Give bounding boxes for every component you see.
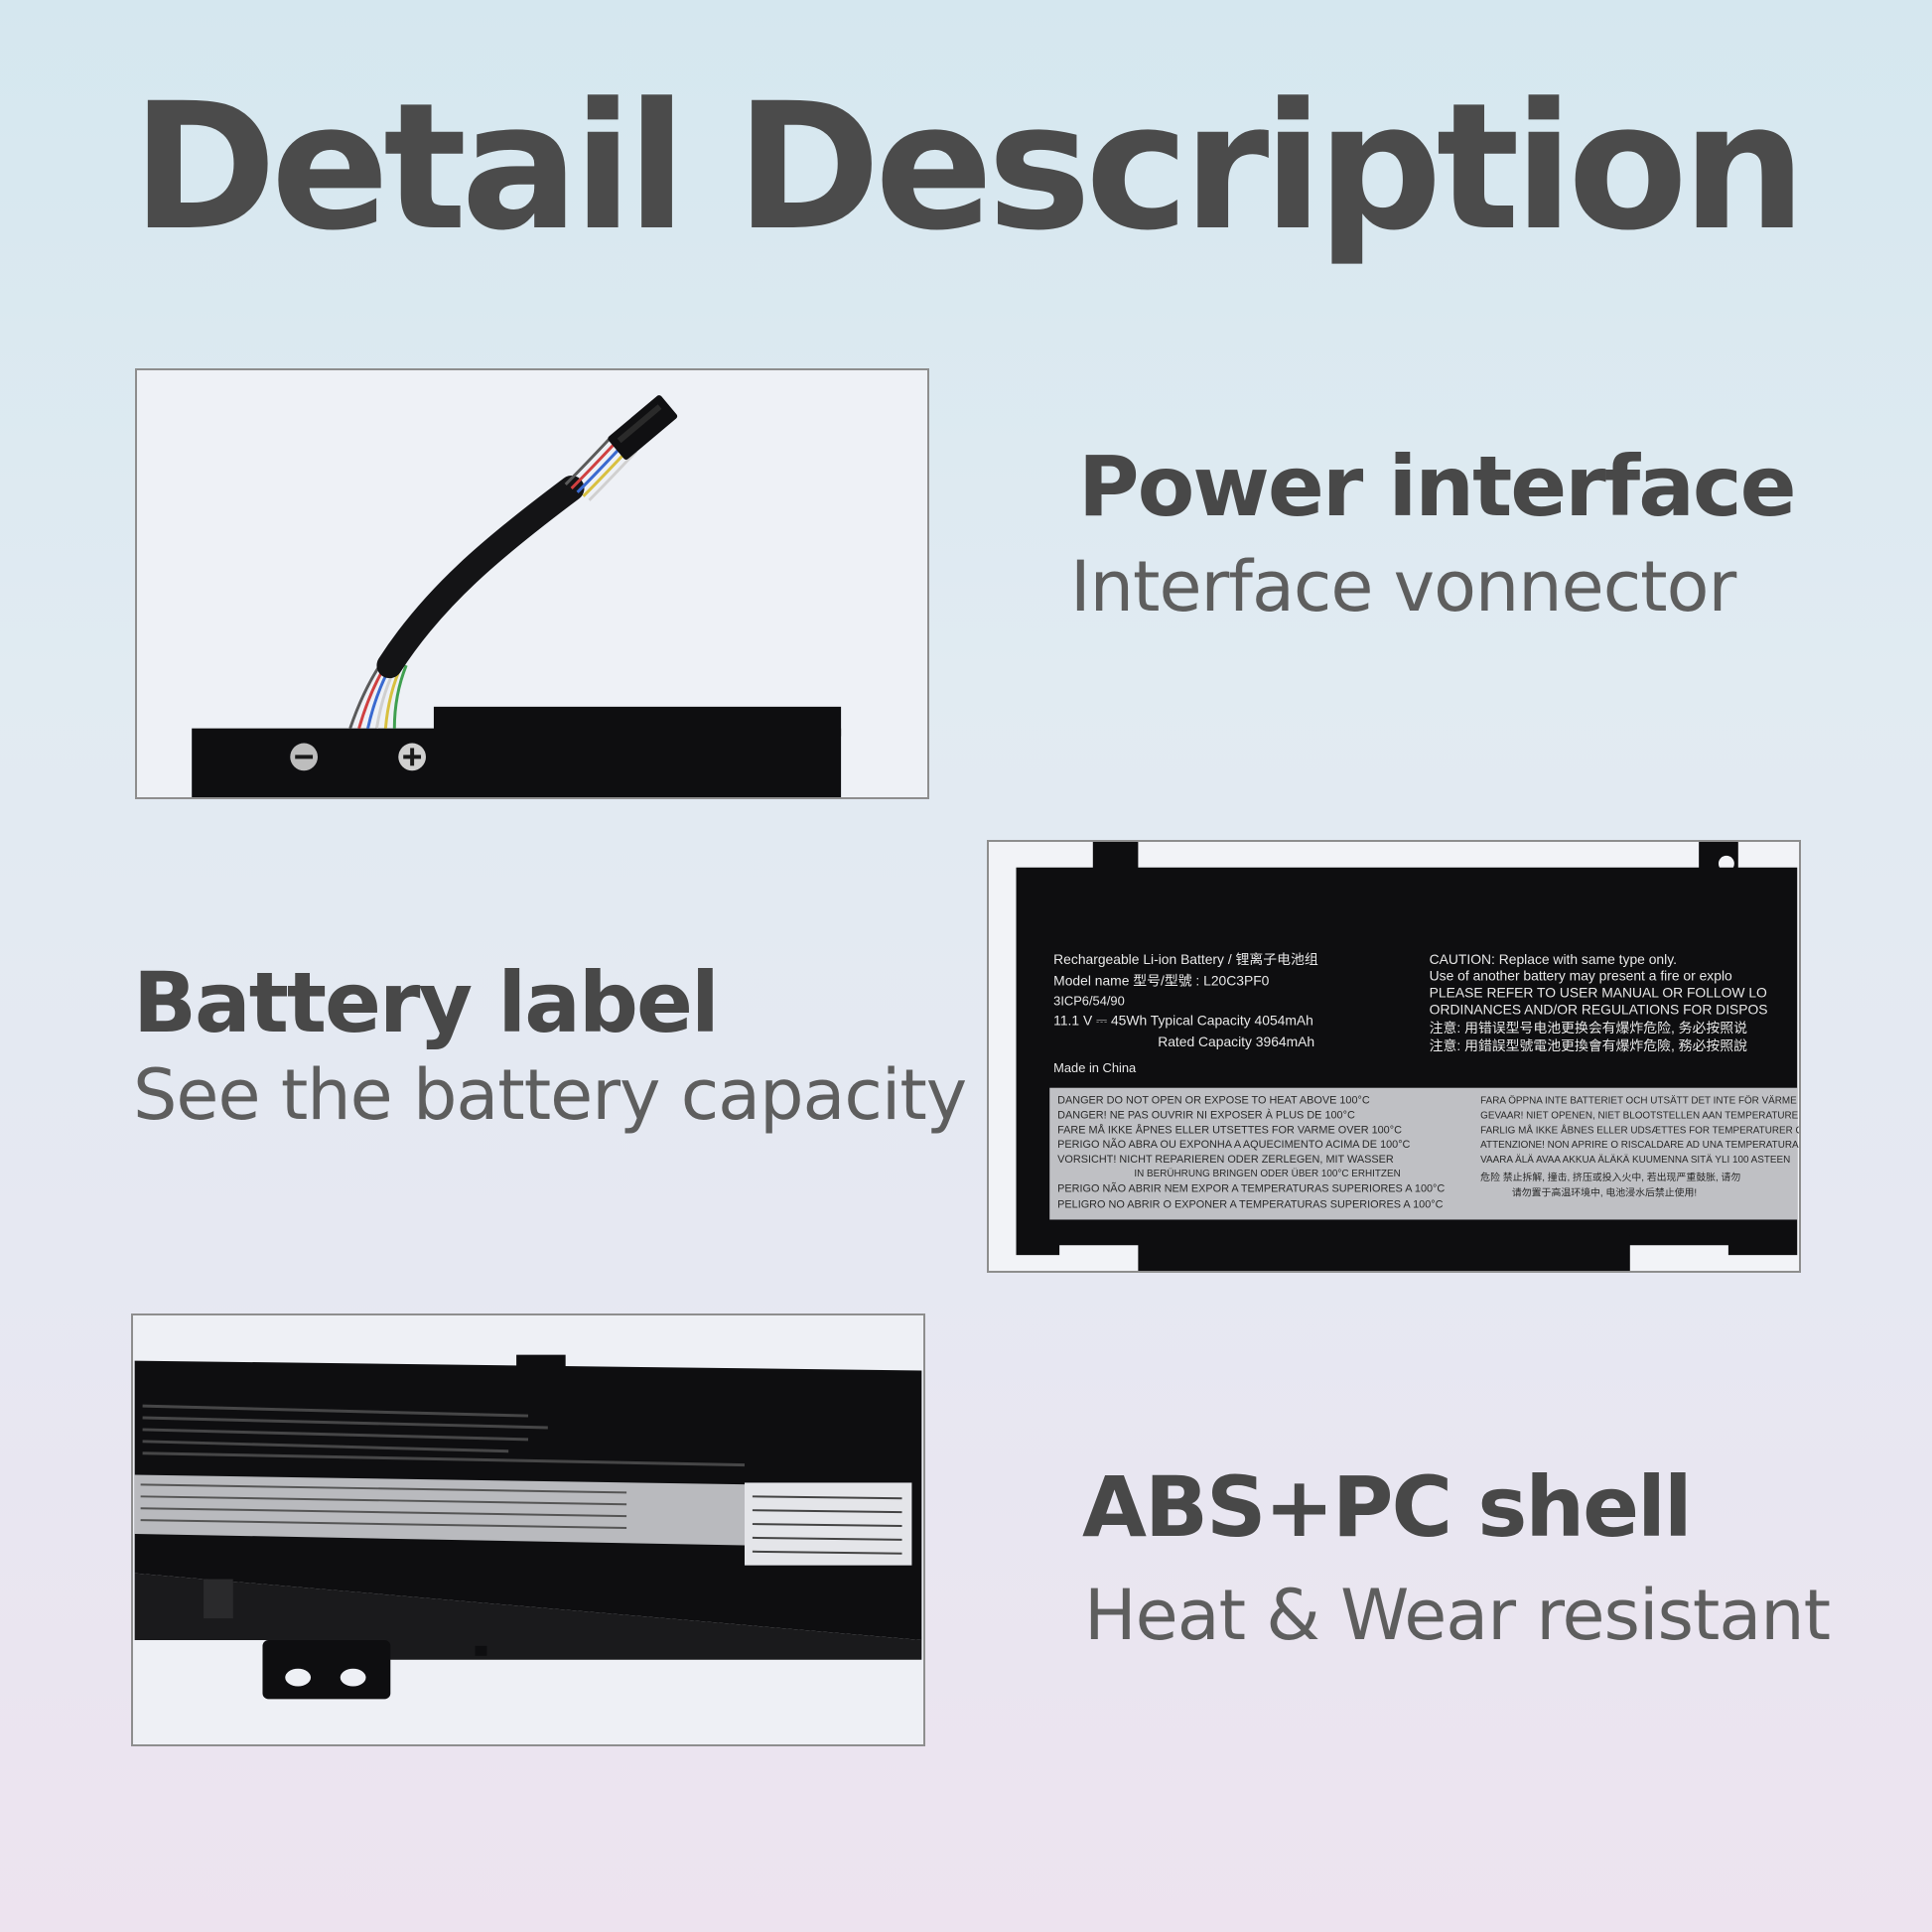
warnings-right: FARA ÖPPNA INTE BATTERIET OCH UTSÄTT DET…	[1480, 1096, 1799, 1199]
shell-photo	[131, 1313, 925, 1746]
battery-label-subtitle: See the battery capacity	[133, 1054, 967, 1136]
caution-line: ORDINANCES AND/OR REGULATIONS FOR DISPOS	[1430, 1001, 1768, 1017]
svg-text:GEVAAR! NIET OPENEN, NIET BLOO: GEVAAR! NIET OPENEN, NIET BLOOTSTELLEN A…	[1480, 1110, 1799, 1121]
power-interface-heading: Power interface	[1078, 438, 1797, 535]
svg-text:PELIGRO NO ABRIR O EXPONER A T: PELIGRO NO ABRIR O EXPONER A TEMPERATURA…	[1057, 1199, 1443, 1211]
power-interface-photo	[135, 368, 929, 799]
battery-label-illustration: Rechargeable Li-ion Battery / 锂离子电池组 Mod…	[990, 842, 1799, 1271]
connector-plug-icon	[608, 395, 678, 460]
warnings-left: DANGER DO NOT OPEN OR EXPOSE TO HEAT ABO…	[1057, 1095, 1445, 1211]
caution-line: 注意: 用错误型号电池更换会有爆炸危险, 务必按照说	[1430, 1020, 1747, 1035]
battery-label-photo: Rechargeable Li-ion Battery / 锂离子电池组 Mod…	[987, 840, 1801, 1273]
caution-block: CAUTION: Replace with same type only. Us…	[1430, 951, 1768, 1053]
shell-heading: ABS+PC shell	[1082, 1458, 1693, 1556]
svg-text:FARLIG MÅ IKKE ÅBNES ELLER UDS: FARLIG MÅ IKKE ÅBNES ELLER UDSÆTTES FOR …	[1480, 1125, 1799, 1136]
label-rated: Rated Capacity 3964mAh	[1158, 1034, 1314, 1049]
svg-text:DANGER DO NOT OPEN OR EXPOSE T: DANGER DO NOT OPEN OR EXPOSE TO HEAT ABO…	[1057, 1095, 1370, 1107]
shell-subtitle: Heat & Wear resistant	[1084, 1575, 1831, 1656]
svg-text:危险 禁止拆解, 撞击, 挤压或投入火中, 若出现严重鼓胀,: 危险 禁止拆解, 撞击, 挤压或投入火中, 若出现严重鼓胀, 请勿	[1480, 1171, 1740, 1183]
battery-edge	[192, 728, 842, 797]
svg-text:VORSICHT! NICHT REPARIEREN ODE: VORSICHT! NICHT REPARIEREN ODER ZERLEGEN…	[1057, 1154, 1394, 1166]
svg-text:PERIGO NÃO ABRA OU EXPONHA A A: PERIGO NÃO ABRA OU EXPONHA A AQUECIMENTO…	[1057, 1138, 1410, 1151]
svg-text:VAARA ÄLÄ AVAA AKKUA ÄLÄKÄ KUU: VAARA ÄLÄ AVAA AKKUA ÄLÄKÄ KUUMENNA SITÄ…	[1480, 1155, 1790, 1166]
page-title: Detail Description	[131, 66, 1807, 269]
caution-line: 注意: 用錯誤型號電池更換會有爆炸危險, 務必按照說	[1430, 1037, 1747, 1053]
label-cell: 3ICP6/54/90	[1053, 993, 1125, 1008]
label-model: Model name 型号/型號 : L20C3PF0	[1053, 973, 1270, 989]
svg-text:FARA ÖPPNA INTE BATTERIET OCH: FARA ÖPPNA INTE BATTERIET OCH UTSÄTT DET…	[1480, 1096, 1799, 1107]
warning-strip	[1049, 1087, 1798, 1220]
svg-text:请勿置于高温环境中, 电池浸水后禁止使用!: 请勿置于高温环境中, 电池浸水后禁止使用!	[1512, 1186, 1697, 1199]
label-line-1: Rechargeable Li-ion Battery / 锂离子电池组	[1053, 951, 1318, 967]
mount-tab	[262, 1639, 391, 1700]
label-spec: 11.1 V ⎓ 45Wh Typical Capacity 4054mAh	[1053, 1012, 1313, 1028]
cable-sleeve	[376, 476, 585, 679]
battery-label-heading: Battery label	[133, 954, 720, 1051]
shell-illustration	[134, 1315, 922, 1744]
svg-text:PERIGO NÃO ABRIR NEM EXPOR A T: PERIGO NÃO ABRIR NEM EXPOR A TEMPERATURA…	[1057, 1182, 1445, 1195]
svg-text:FARE MÅ IKKE ÅPNES ELLER UTSET: FARE MÅ IKKE ÅPNES ELLER UTSETTES FOR VA…	[1057, 1123, 1402, 1136]
power-interface-subtitle: Interface vonnector	[1070, 546, 1736, 627]
caution-line: Use of another battery may present a fir…	[1430, 968, 1732, 984]
svg-text:IN BERÜHRUNG BRINGEN ODER ÜBER: IN BERÜHRUNG BRINGEN ODER ÜBER 100°C ERH…	[1134, 1169, 1400, 1179]
caution-line: PLEASE REFER TO USER MANUAL OR FOLLOW LO	[1430, 985, 1767, 1001]
svg-text:ATTENZIONE! NON APRIRE O RISCA: ATTENZIONE! NON APRIRE O RISCALDARE AD U…	[1480, 1140, 1799, 1151]
label-origin: Made in China	[1053, 1060, 1137, 1075]
caution-line: CAUTION: Replace with same type only.	[1430, 951, 1677, 967]
svg-text:DANGER! NE PAS OUVRIR NI EXPOS: DANGER! NE PAS OUVRIR NI EXPOSER À PLUS …	[1057, 1108, 1355, 1121]
connector-illustration	[138, 370, 926, 797]
